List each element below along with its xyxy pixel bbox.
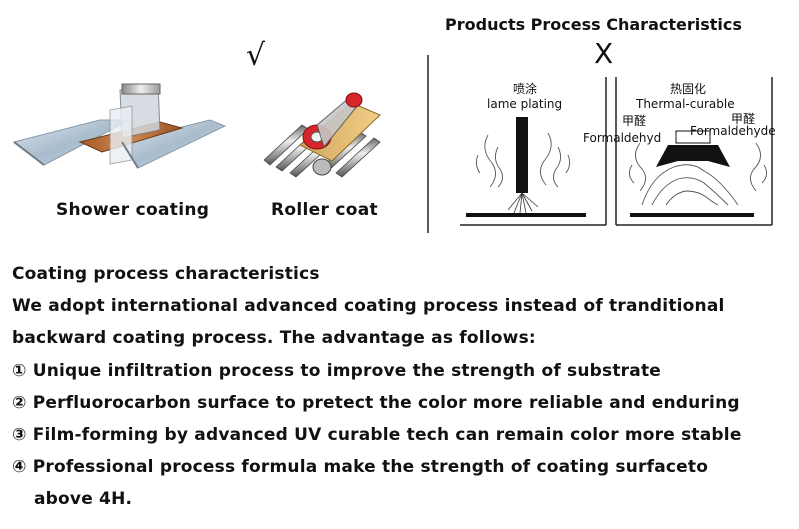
advantage-item-4: ④ Professional process formula make the … — [12, 457, 709, 478]
process-comparison-diagram — [427, 55, 773, 233]
intro-line-2: backward coating process. The advantage … — [12, 328, 536, 349]
roller-coat-caption: Roller coat — [271, 200, 378, 220]
process-characteristics-title: Products Process Characteristics — [445, 15, 742, 34]
formaldehyde-right-chinese: 甲醛 — [731, 112, 756, 126]
left-fume-lines — [475, 132, 571, 188]
advantage-item-2: ② Perfluorocarbon surface to pretect the… — [12, 392, 740, 413]
formaldehyde-left-chinese: 甲醛 — [622, 114, 647, 128]
thermal-english-label: Thermal-curable — [636, 97, 735, 111]
shower-coating-caption: Shower coating — [56, 200, 210, 220]
thermal-curing-icon — [656, 130, 730, 167]
advantage-item-3: ③ Film-forming by advanced UV curable te… — [12, 425, 742, 446]
shower-coating-illustration — [12, 83, 227, 169]
roller-coat-illustration — [263, 92, 381, 178]
intro-line-1: We adopt international advanced coating … — [12, 296, 725, 317]
thermal-chinese-label: 热固化 — [670, 82, 707, 96]
description-block: Coating process characteristics We adopt… — [12, 258, 792, 516]
description-heading: Coating process characteristics — [12, 264, 320, 284]
cross-mark-icon: X — [594, 37, 614, 70]
advantage-item-1: ① Unique infiltration process to improve… — [12, 360, 661, 381]
right-fume-lines — [629, 142, 767, 206]
check-mark-icon: √ — [246, 38, 266, 73]
advantage-item-4-continued: above 4H. — [34, 489, 133, 510]
spray-english-label: lame plating — [487, 97, 563, 111]
spray-chinese-label: 喷涂 — [513, 82, 538, 96]
formaldehyde-left-label: Formaldehyd — [583, 131, 662, 145]
spray-nozzle-icon — [507, 117, 539, 214]
formaldehyde-right-label: Formaldehyde — [690, 124, 776, 138]
